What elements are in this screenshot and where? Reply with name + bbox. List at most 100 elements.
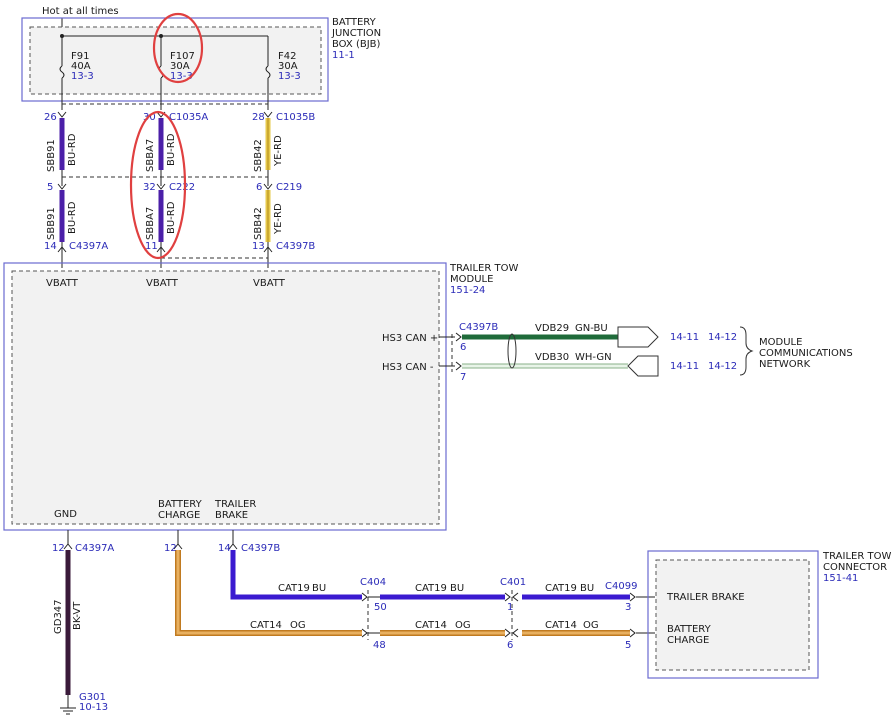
can-plus-circuit: VDB29 (535, 323, 569, 334)
pin-label: 6 (507, 640, 513, 651)
can-plus-label: HS3 CAN + (382, 333, 438, 344)
pin-label: 13 (252, 241, 265, 252)
pin-label: 5 (47, 182, 53, 193)
circuit-label: SBB91 (46, 207, 57, 240)
connector-arrow-icon (627, 355, 659, 377)
can-minus-circuit: VDB30 (535, 352, 569, 363)
fuse-f91: F91 40A 13-3 (59, 36, 94, 110)
vbatt-circuits: 26 SBB91 BU-RD 5 SBB91 BU-RD 14 C4397A 3… (44, 111, 315, 268)
connector-label: C4397A (69, 241, 108, 252)
circuit-label: CAT19 (545, 583, 577, 594)
connector-arrow-icon (617, 326, 659, 348)
connector-label: C4397B (241, 543, 280, 554)
pin-label: 50 (374, 602, 387, 613)
trailer-tow-connector: TRAILER TOW CONNECTOR 151-41 TRAILER BRA… (647, 550, 891, 679)
fuse-f107-rating: 30A (170, 61, 190, 72)
ground-circuit: 12 C4397A GD347 BK-VT G301 10-13 (52, 530, 114, 715)
network-label-3: NETWORK (759, 359, 811, 370)
color-label: BU-RD (67, 201, 78, 234)
pin-label: 3 (625, 602, 631, 613)
ground-icon (60, 707, 76, 715)
connector-title-2: CONNECTOR (823, 562, 887, 573)
circuit-label: CAT19 (278, 583, 310, 594)
circuit-label: CAT14 (545, 620, 577, 631)
brace-icon (739, 326, 754, 376)
can-minus-label: HS3 CAN - (382, 362, 434, 373)
fuse-f42-id: F42 (278, 51, 296, 62)
network-label-2: COMMUNICATIONS (759, 348, 853, 359)
vbatt-label-3: VBATT (253, 278, 286, 289)
bjb-title-3: BOX (BJB) (332, 39, 381, 50)
connector-ref: 151-41 (823, 573, 858, 584)
can-connector-label: C4397B (459, 322, 498, 333)
highlight-sbba7-circuit (129, 110, 187, 260)
connector-label: C1035A (169, 112, 208, 123)
connector-battery-charge-label-1: BATTERY (667, 624, 712, 635)
ground-ref-label: 10-13 (79, 702, 108, 713)
color-label: OG (583, 620, 599, 631)
color-label: BU-RD (67, 133, 78, 166)
connector-title-1: TRAILER TOW (822, 551, 891, 562)
pin-label: 30 (143, 112, 156, 123)
circuit-label: CAT19 (415, 583, 447, 594)
highlight-marks (129, 12, 204, 260)
pin-label: 12 (164, 543, 177, 554)
pin-label: 48 (373, 640, 386, 651)
can-minus-color: WH-GN (575, 352, 612, 363)
color-label: BK-VT (72, 601, 83, 630)
circuit-label: SBB42 (253, 207, 264, 240)
connector-label: C222 (169, 182, 195, 193)
pin-label: 11 (145, 241, 158, 252)
pin-label: 14 (218, 543, 231, 554)
fuse-f91-id: F91 (71, 51, 89, 62)
color-label: YE-RD (273, 135, 284, 167)
vbatt-label-1: VBATT (46, 278, 79, 289)
can-bus: C4397B 6 VDB29 GN-BU 14-11 14-12 7 VDB30… (439, 322, 853, 383)
fuse-f42-ref: 13-3 (278, 71, 301, 82)
ttm-title-1: TRAILER TOW (449, 263, 518, 274)
pin-label: 14 (44, 241, 57, 252)
trailer-brake-label-1: TRAILER (214, 499, 256, 510)
pin-label: 7 (460, 372, 466, 383)
bjb-title-2: JUNCTION (331, 28, 381, 39)
color-label: OG (290, 620, 306, 631)
fuse-f107-ref: 13-3 (170, 71, 193, 82)
color-label: BU (580, 583, 594, 594)
trailer-tow-module: TRAILER TOW MODULE 151-24 VBATT VBATT VB… (3, 262, 518, 531)
pin-label: 26 (44, 112, 57, 123)
circuit-label: SBB91 (46, 139, 57, 172)
fuse-icon (265, 65, 271, 79)
vbatt-circuit-sbb42: 28 C1035B SBB42 YE-RD 6 C219 SBB42 YE-RD… (252, 111, 315, 268)
trailer-brake-circuit: 14 C4397B CAT19 BU CAT19 BU CAT19 BU C40… (218, 530, 655, 640)
fuse-icon (59, 65, 65, 79)
pin-label: 5 (625, 640, 631, 651)
ground-id-label: G301 (79, 692, 106, 703)
connector-label: C1035B (276, 112, 315, 123)
connector-label: C401 (500, 577, 526, 588)
circuit-label: GD347 (53, 599, 64, 634)
connector-label: C4397B (276, 241, 315, 252)
bjb-ref: 11-1 (332, 50, 355, 61)
color-label: BU-RD (166, 201, 177, 234)
fuse-f107-id: F107 (170, 51, 195, 62)
color-label: BU-RD (166, 133, 177, 166)
pin-label: 6 (256, 182, 262, 193)
vbatt-label-2: VBATT (146, 278, 179, 289)
connector-label: C404 (360, 577, 386, 588)
connector-trailer-brake-label: TRAILER BRAKE (666, 592, 745, 603)
circuit-label: CAT14 (250, 620, 282, 631)
can-plus-ref-b: 14-12 (708, 332, 737, 343)
connector-label: C4397A (75, 543, 114, 554)
ttm-ref: 151-24 (450, 285, 485, 296)
highlight-fuse-f107 (152, 12, 204, 84)
trailer-brake-wire (230, 550, 362, 600)
connector-label: C4099 (605, 581, 637, 592)
fuse-f91-rating: 40A (71, 61, 91, 72)
color-label: YE-RD (273, 203, 284, 235)
color-label: BU (312, 583, 326, 594)
circuit-label: SBB42 (253, 139, 264, 172)
trailer-brake-label-2: BRAKE (215, 510, 248, 521)
ttm-title-2: MODULE (450, 274, 493, 285)
network-label-1: MODULE (759, 337, 802, 348)
battery-charge-label-2: CHARGE (158, 510, 200, 521)
